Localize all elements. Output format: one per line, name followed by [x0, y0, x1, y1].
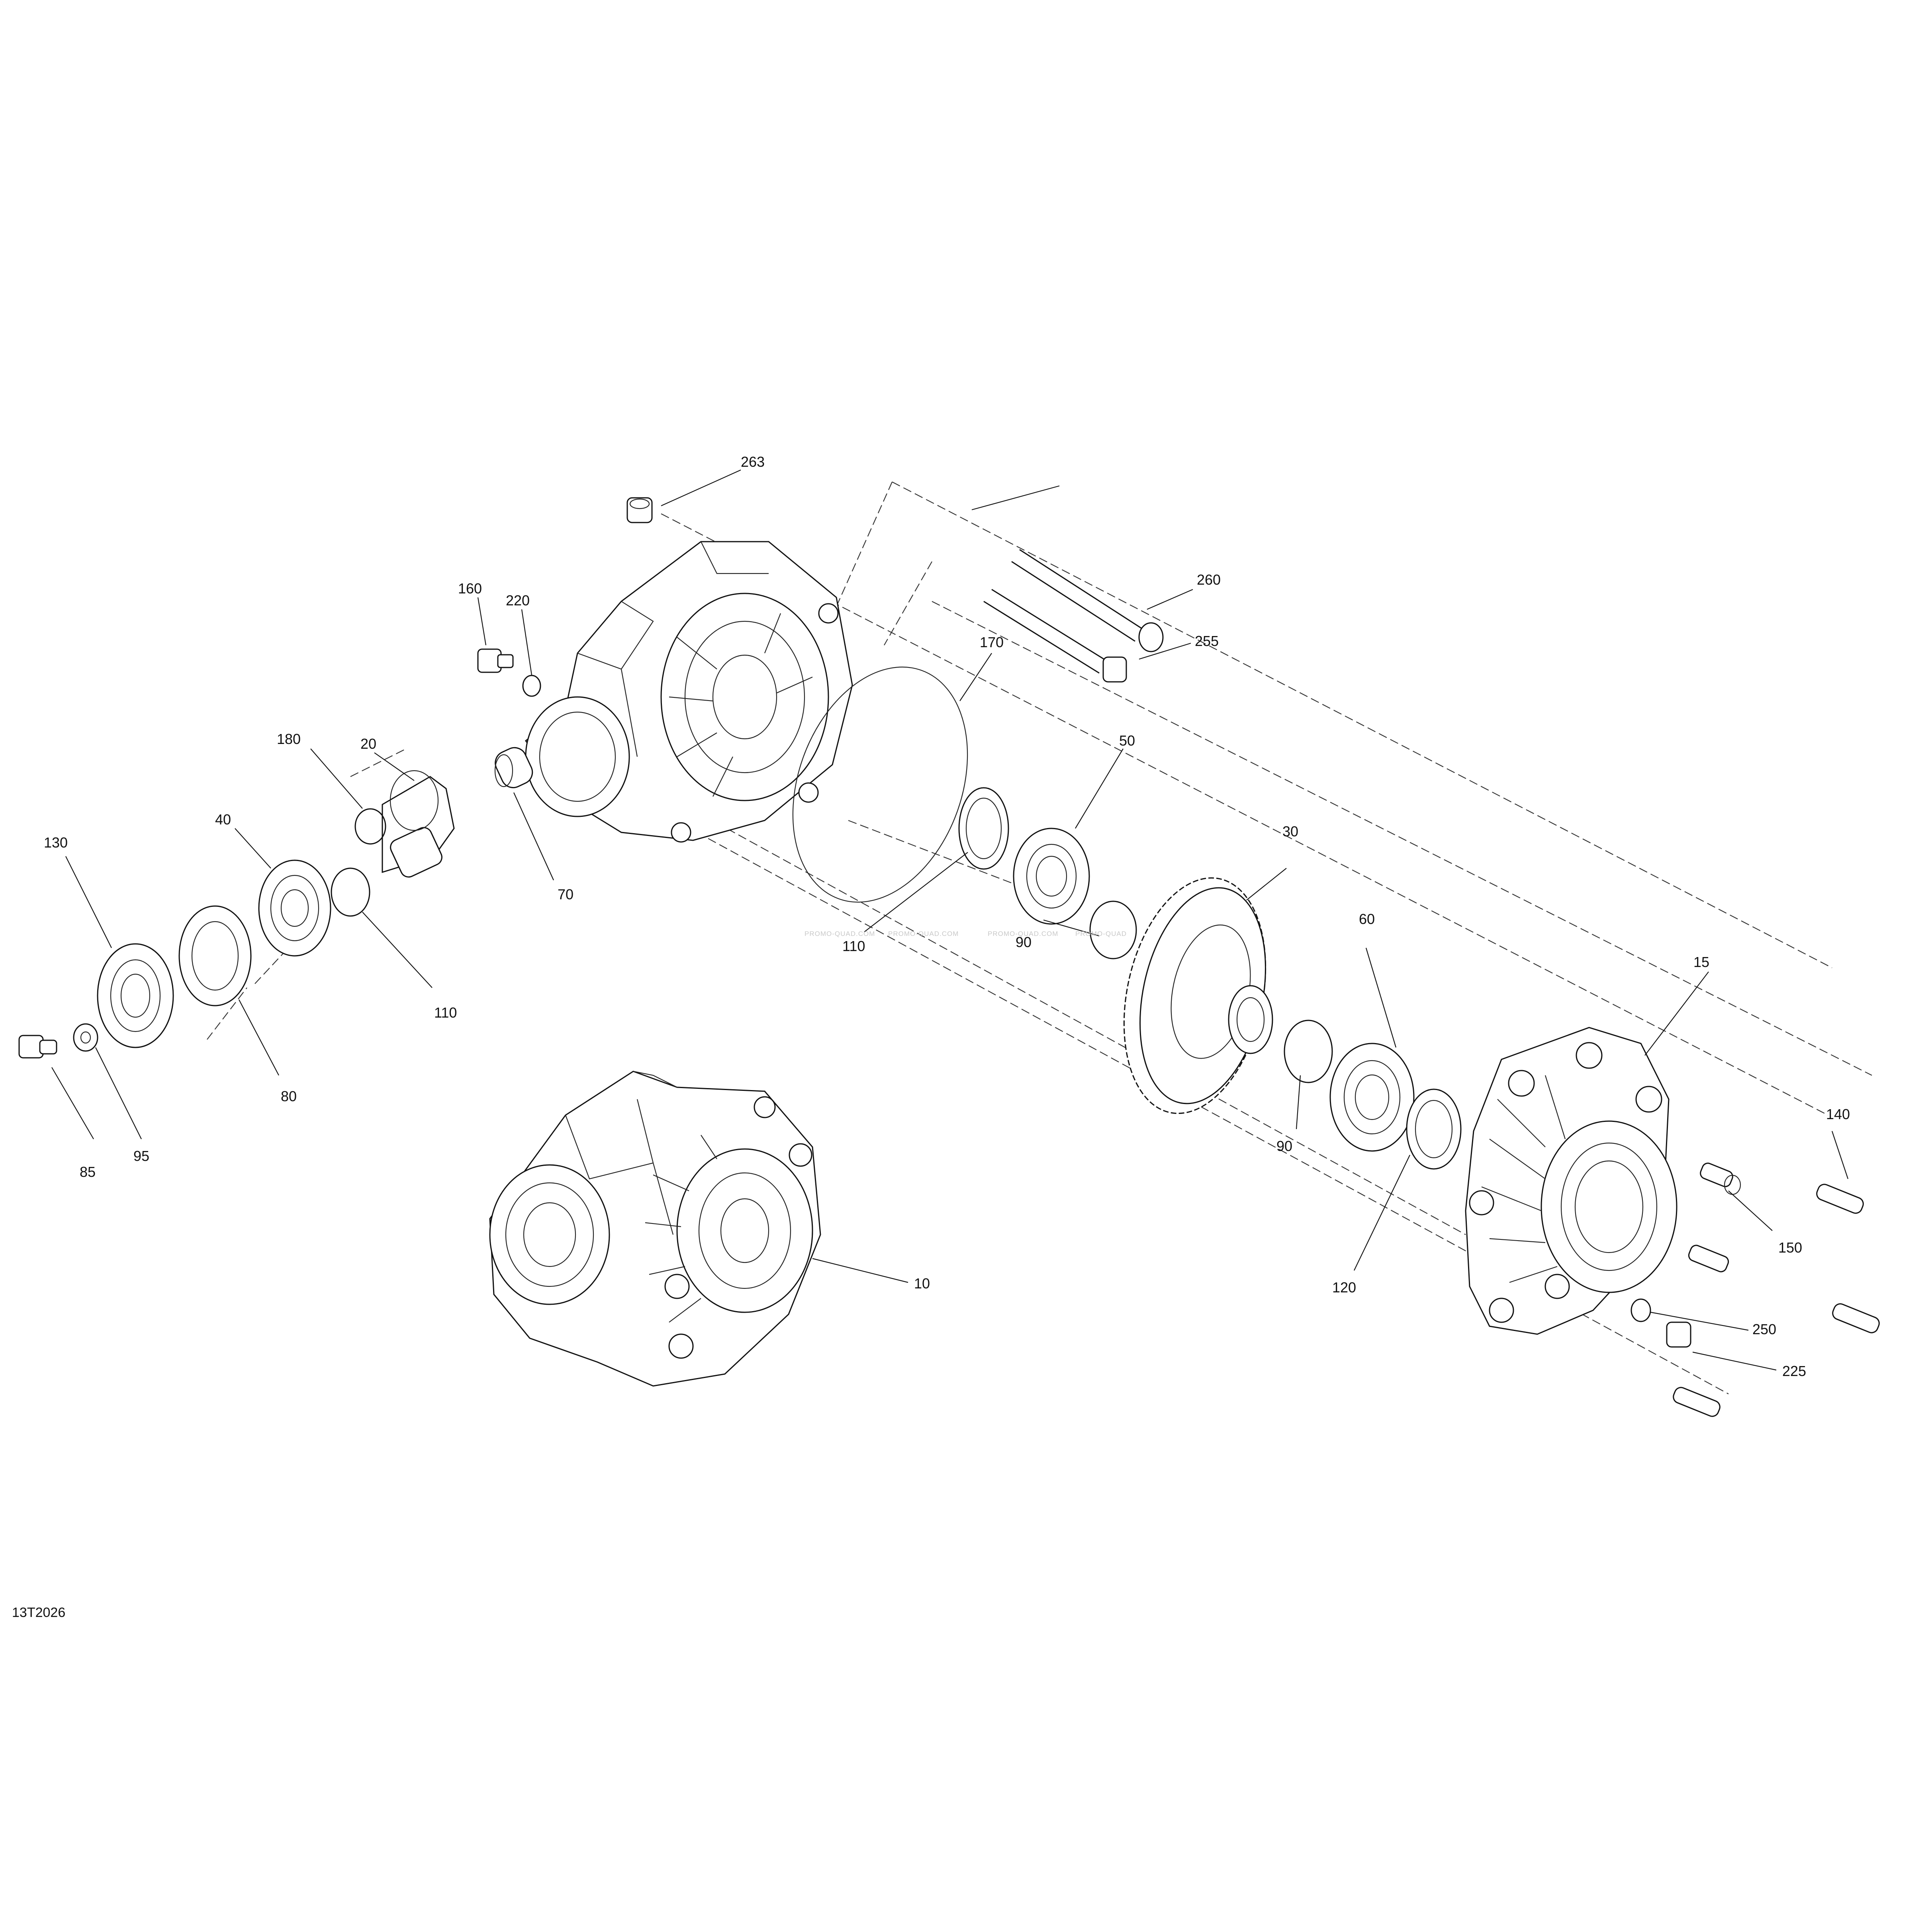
callout-170: 180: [277, 731, 301, 747]
assembled-gear-housing[interactable]: [489, 1071, 821, 1387]
ring-90-left[interactable]: [1089, 900, 1137, 959]
callout-260: 263: [741, 454, 765, 470]
callout-90-left: 90: [1016, 934, 1032, 950]
callout-160: 170: [980, 634, 1004, 650]
pinion-gear-20[interactable]: [382, 770, 455, 880]
washer-225[interactable]: [1631, 1298, 1651, 1322]
washer-180[interactable]: [522, 675, 541, 697]
ring-gear[interactable]: [1104, 865, 1286, 1127]
callout-30: 30: [1282, 823, 1298, 840]
callout-130: 160: [458, 580, 482, 597]
callout-50: 50: [1119, 732, 1135, 749]
callout-95: 95: [133, 1148, 149, 1164]
bolt-middle[interactable]: [1687, 1244, 1730, 1274]
shim-100[interactable]: [331, 867, 370, 917]
seal-110-right[interactable]: [1406, 1088, 1462, 1170]
callout-70: 70: [558, 886, 574, 902]
seal-120[interactable]: [97, 943, 174, 1048]
callout-220: 225: [1782, 1363, 1806, 1379]
needle-bearing-70[interactable]: [491, 744, 536, 791]
fitting-150[interactable]: [1699, 1161, 1741, 1195]
bearing-50[interactable]: [1013, 828, 1090, 925]
callout-150: 150: [1778, 1239, 1802, 1256]
watermark-strip: PROMO-QUAD.COM PROMO-QUAD.COM PROMO-QUAD…: [805, 930, 1127, 938]
callout-60: 60: [1359, 911, 1375, 927]
bolt-140[interactable]: [1815, 1182, 1865, 1215]
watermark-text: PROMO-QUAD: [1075, 930, 1127, 938]
callout-15: 15: [1693, 954, 1709, 970]
callout-20: 20: [360, 736, 376, 752]
bolt-bottom[interactable]: [1672, 1386, 1722, 1418]
leader-lines: [51, 469, 1849, 1371]
plug-85[interactable]: [18, 1035, 57, 1059]
callout-85: 85: [80, 1164, 96, 1180]
bolt-250[interactable]: [983, 589, 1127, 683]
callout-140: 140: [1826, 1106, 1850, 1122]
callout-90-right: 90: [1276, 1138, 1292, 1154]
callout-110-left: 110: [842, 938, 865, 954]
o-ring-160[interactable]: [762, 642, 998, 926]
seal-110-left[interactable]: [958, 787, 1009, 870]
bearing-60[interactable]: [1329, 1043, 1415, 1152]
main-gear-housing[interactable]: [525, 541, 853, 843]
callout-255: 260: [1197, 572, 1221, 588]
callout-250: 255: [1195, 633, 1219, 649]
bearing-40[interactable]: [258, 859, 331, 957]
bolt-right[interactable]: [1831, 1302, 1881, 1335]
plug-260[interactable]: [626, 497, 653, 523]
ring-90-right[interactable]: [1284, 1020, 1333, 1083]
callout-labels: 263 260 255 160 220 170 50 180 20 40 70 …: [44, 454, 1850, 1379]
callout-110-right: 120: [1332, 1279, 1356, 1296]
diagram-reference-code: 13T2026: [12, 1605, 65, 1620]
callout-10: 10: [914, 1275, 930, 1292]
watermark-text: PROMO-QUAD.COM: [988, 930, 1058, 938]
callout-225: 250: [1752, 1321, 1776, 1337]
watermark-text: PROMO-QUAD.COM: [888, 930, 959, 938]
bolt-255[interactable]: [1011, 549, 1164, 652]
callout-100: 110: [434, 1004, 457, 1021]
nut-80[interactable]: [178, 905, 252, 1006]
callout-180: 220: [506, 592, 530, 609]
watermark-text: PROMO-QUAD.COM: [805, 930, 875, 938]
callout-80: 80: [281, 1088, 297, 1104]
callout-120: 130: [44, 834, 68, 851]
plug-220[interactable]: [1666, 1321, 1691, 1348]
snap-ring-170[interactable]: [354, 808, 386, 845]
washer-95[interactable]: [73, 1023, 98, 1052]
right-housing-cover[interactable]: [1465, 1027, 1678, 1335]
plug-130[interactable]: [477, 648, 514, 673]
callout-40: 40: [215, 811, 231, 828]
